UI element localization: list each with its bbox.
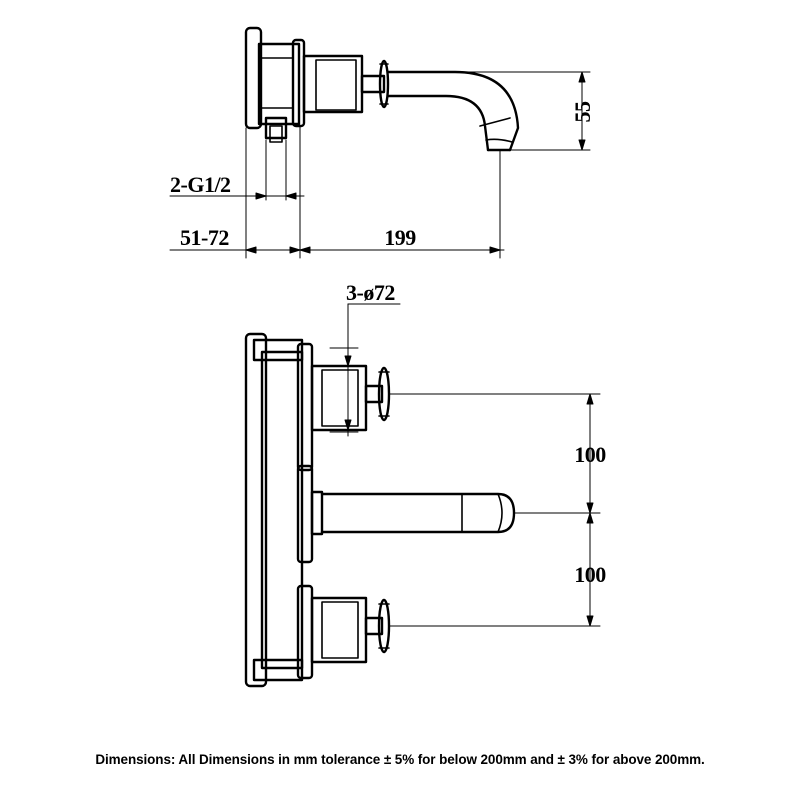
side-valve-body xyxy=(302,54,364,114)
spout-length-label: 199 xyxy=(384,225,416,250)
wall-depth-label: 51-72 xyxy=(180,225,229,250)
depth-dimension: 51-72 199 xyxy=(169,225,505,254)
spacing-lower-label: 100 xyxy=(574,562,606,587)
front-wall-plate xyxy=(244,332,268,688)
handle-diameter-label: 3-ø72 xyxy=(346,280,395,305)
spacing-upper-label: 100 xyxy=(574,442,606,467)
side-handle xyxy=(360,59,390,109)
side-spout xyxy=(386,70,520,152)
side-wall-plate xyxy=(244,26,263,130)
upper-valve xyxy=(310,364,391,432)
handle-diameter-dimension: 3-ø72 xyxy=(329,280,401,437)
dimensions-footnote: Dimensions: All Dimensions in mm toleran… xyxy=(95,752,705,767)
technical-drawing: 55 2-G1/2 51-72 199 xyxy=(169,26,607,688)
front-spout xyxy=(310,490,516,536)
lower-valve xyxy=(310,596,391,664)
side-body xyxy=(257,42,301,126)
front-flange-upper xyxy=(296,342,314,472)
thread-label: 2-G1/2 xyxy=(170,172,231,197)
front-view: 3-ø72 100 100 xyxy=(244,280,607,688)
spout-height-dimension: 55 xyxy=(454,71,595,151)
front-flange-middle xyxy=(296,464,314,564)
side-outlet xyxy=(264,116,288,140)
spacing-dimension: 100 100 xyxy=(389,393,607,627)
front-flange-lower xyxy=(296,584,314,680)
spout-height-label: 55 xyxy=(570,101,595,123)
side-view: 55 2-G1/2 51-72 199 xyxy=(169,26,595,259)
thread-dimension: 2-G1/2 xyxy=(169,172,305,200)
